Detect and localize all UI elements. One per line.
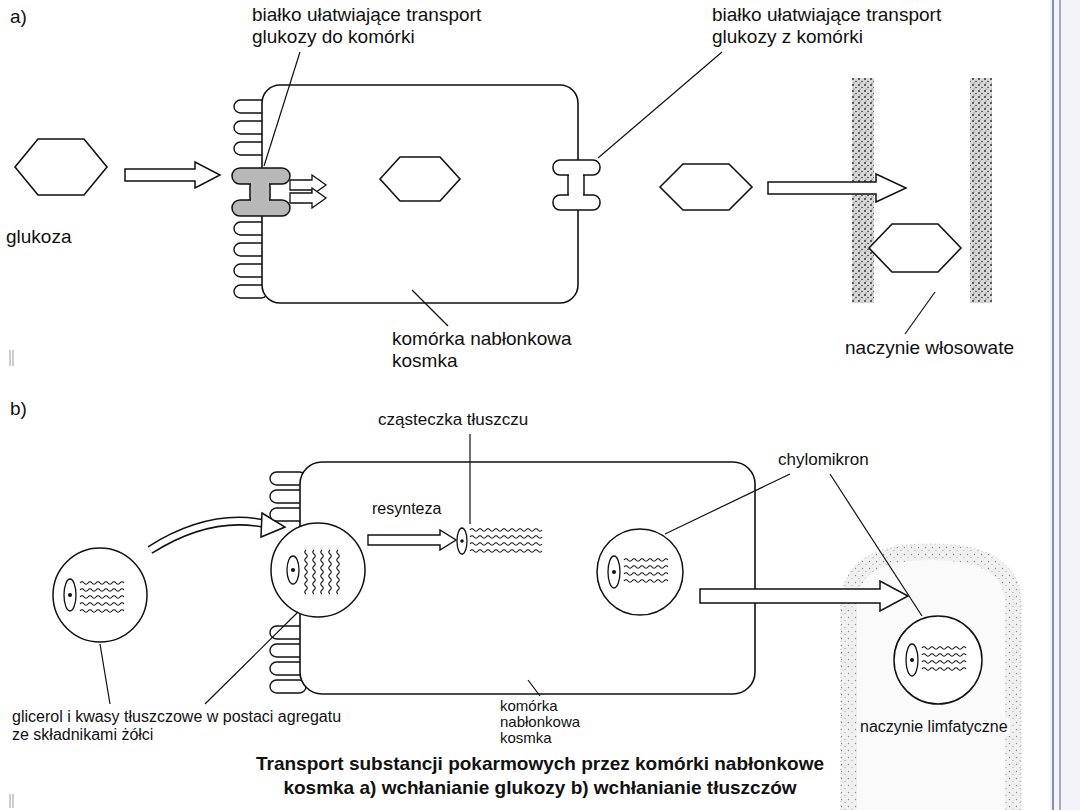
glycerol-symbol (457, 528, 467, 554)
lymph-vessel-edge (841, 544, 1021, 810)
protein-label: białko ułatwiające transport glukozy do … (252, 4, 542, 48)
glucose-hexagon (380, 157, 460, 201)
molecule-label: cząsteczka tłuszczu (378, 410, 528, 430)
block-arrow (700, 581, 908, 611)
panel-letter: b) (10, 398, 27, 420)
chylomicron (597, 529, 683, 615)
slide-frame (1050, 0, 1080, 810)
curved-arrow (150, 521, 266, 550)
cell-label: komórka nabłonkowa kosmka (392, 328, 592, 372)
figure-caption: Transport substancji pokarmowych przez k… (226, 752, 854, 800)
bile-aggregate (271, 523, 365, 617)
fat-molecule-chains (470, 529, 542, 553)
transport-protein-out (553, 160, 600, 210)
glycerol-dot (68, 593, 72, 597)
glycerol-symbol (608, 556, 620, 588)
epithelial-cell (300, 462, 755, 694)
block-arrow (768, 174, 906, 202)
panel-letter: a) (10, 6, 27, 28)
epithelial-cell (262, 85, 578, 303)
molecule-label: glukoza (6, 226, 72, 248)
chylomicron (894, 616, 982, 704)
glycerol-dot (910, 658, 914, 662)
transport-protein-in (232, 168, 290, 216)
vessel-label: naczynie limfatyczne (858, 718, 1010, 736)
capillary-wall (970, 78, 992, 303)
glucose-hexagon (869, 224, 961, 272)
glycerol-dot (612, 570, 616, 574)
glucose-hexagon (660, 164, 752, 210)
glycerol-dot (460, 539, 464, 543)
frame-line (1059, 0, 1061, 810)
aggregate-label: glicerol i kwasy tłuszczowe w postaci ag… (12, 708, 352, 745)
curved-arrow (150, 521, 266, 550)
cell-label: komórka nabłonkowa kosmka (500, 698, 610, 746)
block-arrow (125, 162, 220, 188)
small-arrow (290, 188, 326, 208)
fatty-acid-chains (80, 582, 124, 613)
glycerol-symbol (64, 579, 76, 611)
process-label: resynteza (372, 500, 441, 518)
fatty-acid-chains (624, 559, 668, 583)
bile-aggregate (53, 548, 147, 642)
block-arrow (368, 530, 456, 550)
structure-label: chylomikron (778, 450, 869, 470)
leader-line (264, 52, 935, 334)
leader-line (100, 434, 922, 704)
fatty-acid-chains (922, 647, 966, 671)
glycerol-symbol (906, 644, 918, 676)
vessel-label: naczynie włosowate (845, 337, 1014, 359)
fatty-acid-chains (305, 550, 340, 594)
glucose-hexagon (15, 139, 107, 195)
small-arrow (290, 175, 326, 195)
glycerol-symbol (287, 556, 299, 584)
glycerol-dot (291, 568, 295, 572)
frame-line (1052, 0, 1054, 810)
protein-label: białko ułatwiające transport glukozy z k… (712, 4, 1007, 48)
